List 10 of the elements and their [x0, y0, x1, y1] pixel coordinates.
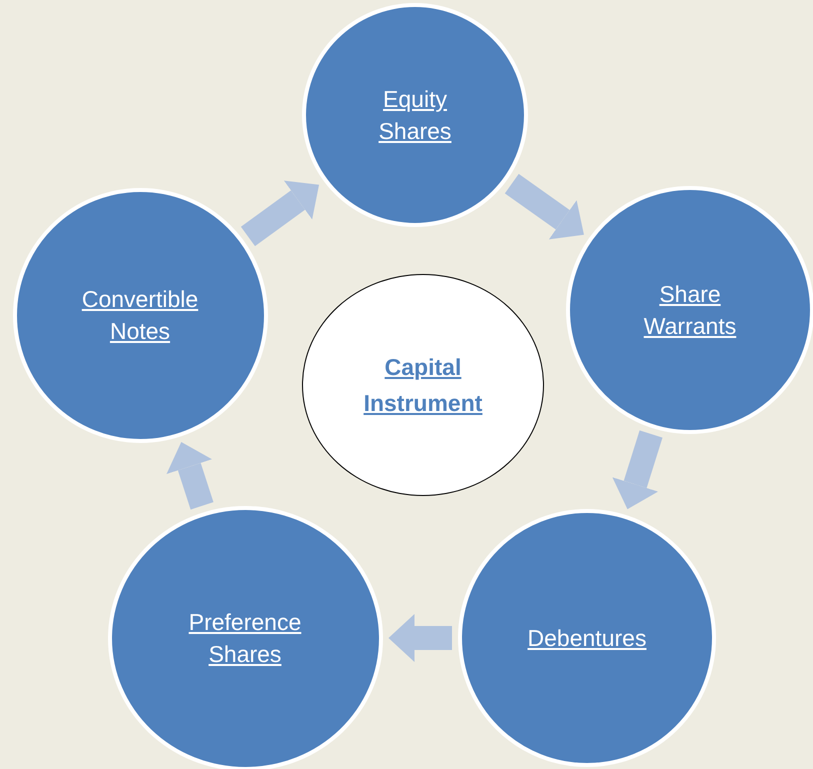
node-label: Convertible Notes: [80, 285, 200, 346]
node-label: Preference Shares: [188, 608, 302, 669]
block-arrow: [166, 442, 214, 510]
node-label: Debentures: [526, 624, 648, 653]
node-label: Equity Shares: [378, 85, 452, 146]
node-label: Capital Instrument: [362, 353, 484, 418]
block-arrow: [504, 174, 584, 240]
block-arrow: [612, 430, 662, 510]
block-arrow: [388, 614, 452, 662]
node-label: Share Warrants: [642, 280, 738, 341]
